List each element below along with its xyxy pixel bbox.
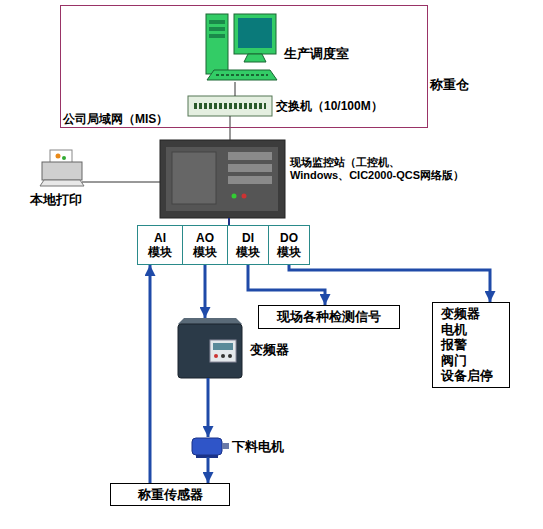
inverter-panel [210, 340, 236, 362]
paper-tray [40, 180, 84, 186]
monitor-stand [244, 54, 266, 62]
network-switch: 交换机（10/100M） [188, 96, 272, 116]
node-label: 交换机（10/100M） [276, 99, 383, 113]
node-label: 变频器 电机 报警 阀门 设备启停 [441, 306, 501, 384]
node-label: DI 模块 [228, 231, 268, 260]
io-module: DO 模块 [268, 225, 310, 265]
connector [204, 265, 207, 318]
ink-dot [62, 156, 66, 160]
connector [230, 116, 231, 140]
drive-bay [209, 20, 225, 24]
inverter-display [213, 343, 233, 350]
node-label: 本地打印 [30, 192, 82, 208]
node-label: AI 模块 [138, 231, 182, 260]
node-label: 现场监控站（工控机、 Windows、CIC2000-QCS网络版） [290, 156, 525, 182]
monitor-station: 现场监控站（工控机、 Windows、CIC2000-QCS网络版） [160, 140, 285, 218]
inverter-body [178, 324, 242, 378]
node-label: AO 模块 [183, 231, 227, 260]
printer-icon [40, 150, 84, 186]
motor-shaft [222, 443, 229, 449]
signal-box: 现场各种检测信号 [258, 305, 400, 329]
pc-door [172, 152, 216, 204]
feed-motor: 下料电机 [190, 437, 230, 457]
industrial-pc-icon [160, 140, 285, 218]
connector [235, 82, 236, 96]
keyboard [207, 70, 277, 80]
connector [289, 265, 490, 302]
io-module: AI 模块 [137, 225, 183, 265]
switch-body [188, 96, 272, 116]
keys [216, 74, 268, 76]
node-label: 生产调度室 [284, 46, 349, 62]
inverter-icon [178, 318, 242, 378]
status-led [242, 194, 247, 199]
drive-bay [209, 34, 225, 38]
inverter-top [178, 318, 242, 324]
ink-dot [56, 154, 61, 159]
button [214, 354, 218, 358]
screen [238, 18, 272, 48]
computer-icon [206, 14, 277, 80]
connector [82, 182, 160, 183]
motor-body [192, 438, 222, 455]
pc-front [166, 147, 278, 211]
monitor [234, 14, 276, 54]
drive-bay [228, 164, 272, 172]
io-module: AO 模块 [182, 225, 228, 265]
switch-icon [188, 96, 272, 116]
motor-icon [192, 438, 229, 458]
pc-case [160, 140, 285, 218]
lan-frame: 公司局域网（MIS） 生产调度室交换机（10/100M） [60, 5, 428, 128]
drive-bay [228, 176, 272, 184]
node-label: DO 模块 [269, 231, 309, 260]
local-printer: 本地打印 [40, 148, 82, 186]
node-label: 称重传感器 [138, 487, 203, 503]
node-label: 变频器 [250, 342, 289, 358]
connector [228, 218, 230, 225]
connector [149, 265, 152, 483]
connector [207, 378, 210, 437]
io-module: DI 模块 [227, 225, 269, 265]
node-label: 现场各种检测信号 [277, 309, 381, 325]
node-label: 下料电机 [232, 439, 284, 455]
button [228, 354, 232, 358]
power-led [232, 194, 237, 199]
location-label: 称重仓 [430, 76, 469, 94]
drive-bay [228, 152, 272, 160]
switch-ports [194, 103, 266, 109]
weighing-sensor: 称重传感器 [110, 483, 230, 506]
inverter: 变频器 [178, 318, 242, 378]
button [221, 354, 225, 358]
dispatch-computer: 生产调度室 [200, 10, 280, 82]
drive-bay [209, 27, 225, 31]
node-label: 公司局域网（MIS） [63, 112, 168, 126]
tower [206, 14, 228, 74]
connector [207, 457, 210, 483]
output-box: 变频器 电机 报警 阀门 设备启停 [432, 302, 510, 388]
printer-body [42, 162, 82, 180]
